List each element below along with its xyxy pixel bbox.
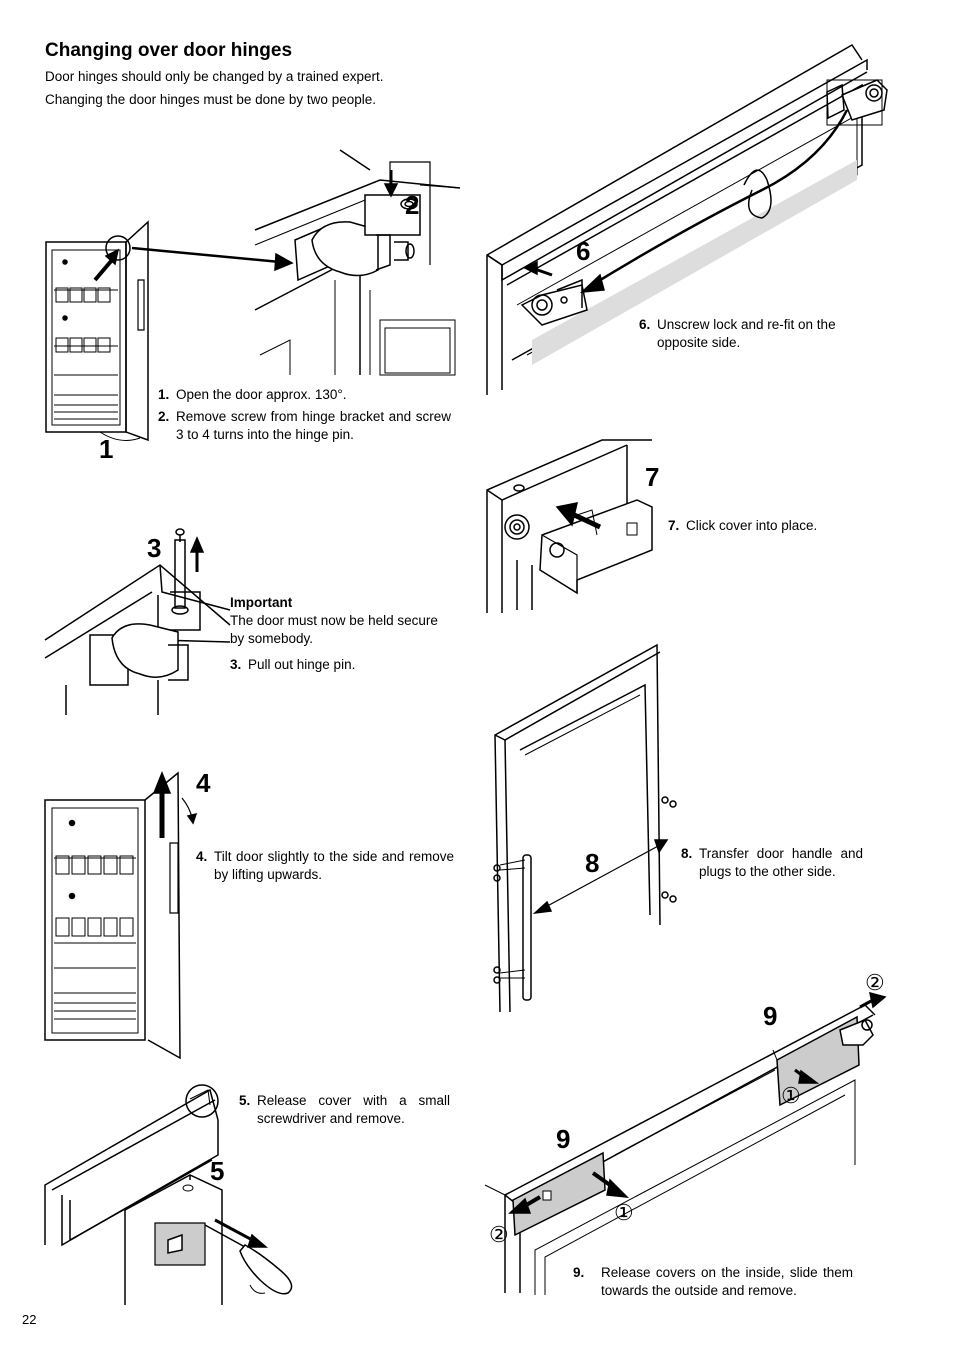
illustration-unscrew-lock: [482, 40, 902, 400]
important-note: Important The door must now be held secu…: [230, 594, 455, 648]
step-number: 3.: [230, 657, 242, 672]
circled-marker-2-top: ②: [865, 970, 885, 995]
step-number: 9.: [573, 1265, 585, 1280]
step-text: Remove screw from hinge bracket and scre…: [176, 409, 451, 442]
step-number: 7.: [668, 518, 680, 533]
step-6: 6. Unscrew lock and re-fit on the opposi…: [639, 316, 854, 352]
step-number: 8.: [681, 846, 693, 861]
illustration-open-door: [40, 150, 460, 460]
illustration-hinge-pin: [40, 520, 230, 720]
page-title: Changing over door hinges: [45, 40, 293, 61]
figure-label-8: 8: [585, 848, 600, 878]
step-text: Transfer door handle and plugs to the ot…: [699, 846, 863, 879]
step-text: Release covers on the inside, slide them…: [601, 1265, 853, 1298]
step-number: 5.: [239, 1093, 251, 1108]
step-5: 5. Release cover with a small screwdrive…: [239, 1092, 450, 1128]
step-text: Open the door approx. 130°.: [176, 387, 347, 402]
circled-marker-2-bottom: ②: [489, 1222, 509, 1247]
figure-label-9-top: 9: [763, 1001, 778, 1031]
step-7: 7. Click cover into place.: [668, 517, 868, 535]
figure-label-2: 2: [405, 190, 420, 220]
step-number: 6.: [639, 317, 651, 332]
figure-label-3: 3: [147, 533, 162, 563]
important-title: Important: [230, 595, 293, 610]
step-4: 4. Tilt door slightly to the side and re…: [196, 848, 454, 884]
illustration-release-covers: [485, 975, 890, 1305]
figure-label-7: 7: [645, 462, 660, 492]
step-text: Release cover with a small screwdriver a…: [257, 1093, 450, 1126]
step-1: 1. Open the door approx. 130°.: [158, 386, 451, 404]
illustration-release-cover: [40, 1075, 310, 1305]
step-text: Tilt door slightly to the side and remov…: [214, 849, 454, 882]
step-3: 3. Pull out hinge pin.: [230, 656, 455, 674]
step-number: 4.: [196, 849, 208, 864]
step-text: Pull out hinge pin.: [248, 657, 356, 672]
step-text: Unscrew lock and re-fit on the opposite …: [657, 317, 836, 350]
figure-label-6: 6: [576, 236, 591, 266]
step-9: 9. Release covers on the inside, slide t…: [573, 1264, 853, 1300]
circled-marker-1-bottom: ①: [614, 1200, 634, 1225]
figure-label-1: 1: [99, 434, 114, 464]
step-number: 1.: [158, 387, 170, 402]
figure-label-4: 4: [196, 768, 211, 798]
figure-label-5: 5: [210, 1156, 225, 1186]
circled-marker-1-top: ①: [781, 1083, 801, 1108]
illustration-click-cover: [482, 435, 662, 615]
illustration-lift-door: [40, 768, 200, 1060]
intro-line-1: Door hinges should only be changed by a …: [45, 69, 384, 84]
step-8: 8. Transfer door handle and plugs to the…: [681, 845, 863, 881]
illustration-transfer-handle: [485, 640, 685, 1020]
intro-line-2: Changing the door hinges must be done by…: [45, 92, 376, 107]
important-text: The door must now be held secure by some…: [230, 613, 438, 646]
step-2: 2. Remove screw from hinge bracket and s…: [158, 408, 451, 444]
figure-label-9-bottom: 9: [556, 1124, 571, 1154]
step-text: Click cover into place.: [686, 518, 818, 533]
page-number: 22: [22, 1312, 37, 1327]
step-number: 2.: [158, 409, 170, 424]
